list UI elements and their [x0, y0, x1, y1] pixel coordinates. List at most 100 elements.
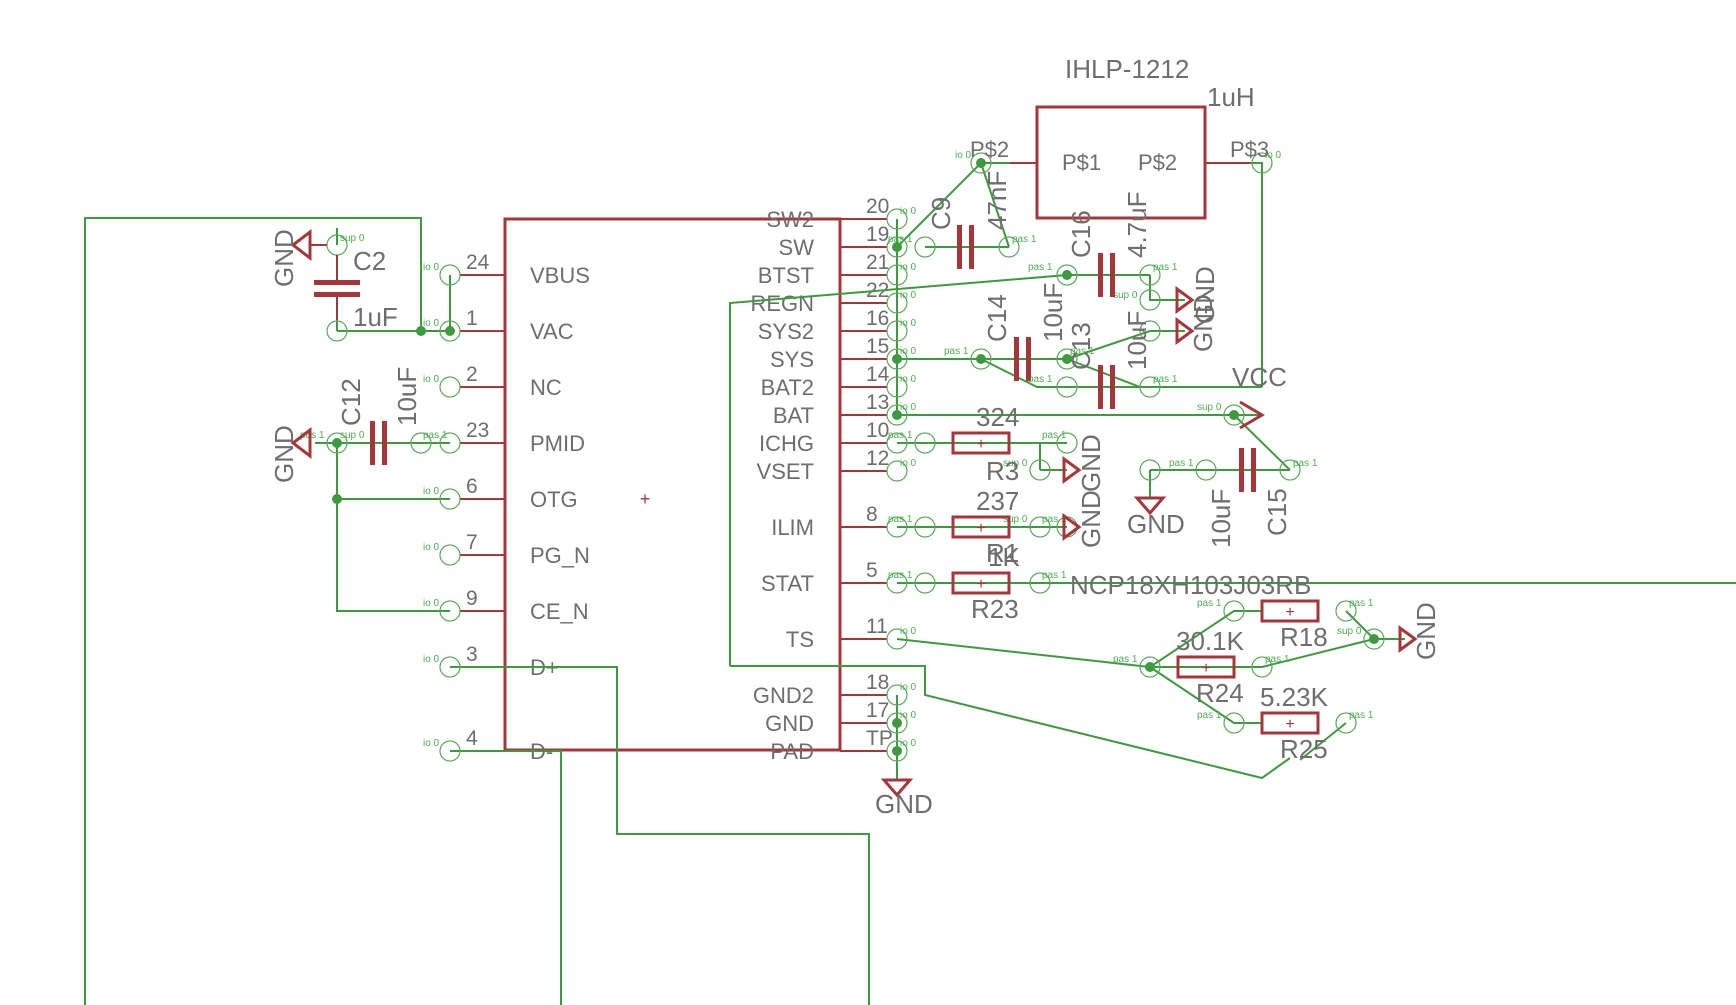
resistor-r18[interactable]: + NCP18XH103J03RB R18	[1070, 570, 1328, 652]
c16-ref: C16	[1066, 210, 1096, 258]
c13-ref: C13	[1066, 322, 1096, 370]
capacitor-c9[interactable]: C9 47nF	[926, 171, 1012, 269]
svg-text:sup 0: sup 0	[1003, 514, 1028, 525]
svg-text:pas 1: pas 1	[1153, 374, 1178, 385]
ic-pin-d-[interactable]: 4D-	[460, 727, 553, 764]
svg-text:pas 1: pas 1	[1349, 710, 1374, 721]
svg-text:pas 1: pas 1	[1028, 262, 1053, 273]
r25-ref: R25	[1280, 734, 1328, 764]
c12-ref: C12	[336, 378, 366, 426]
pin-number: 1	[466, 307, 478, 330]
pin-name: ILIM	[771, 515, 814, 540]
junction-dots	[332, 158, 1379, 756]
svg-text:io 0: io 0	[900, 738, 917, 749]
inductor-ext-pin-left: P$2	[970, 137, 1009, 162]
resistor-r1[interactable]: + 237 R1	[951, 486, 1019, 568]
svg-text:io 0: io 0	[900, 262, 917, 273]
inductor-ext-pin-right: P$3	[1230, 137, 1269, 162]
svg-text:io 0: io 0	[423, 374, 440, 385]
capacitor-c16[interactable]: C16 4.7uF	[1066, 192, 1152, 298]
ic-origin-mark: +	[640, 489, 651, 509]
svg-text:GND: GND	[269, 229, 299, 287]
capacitor-c13[interactable]: C13 10uF	[1066, 311, 1152, 409]
svg-text:pas 1: pas 1	[1042, 514, 1067, 525]
capacitor-c15[interactable]: 10uF C15	[1206, 448, 1292, 548]
svg-text:io 0: io 0	[900, 682, 917, 693]
ic-pin-pg_n[interactable]: 7PG_N	[460, 531, 590, 568]
svg-text:sup 0: sup 0	[1197, 402, 1222, 413]
resistor-r3[interactable]: + 324 R3	[951, 402, 1019, 486]
r18-value: NCP18XH103J03RB	[1070, 570, 1311, 600]
gnd-symbol-r18: GND	[1398, 602, 1441, 660]
pin-name: GND	[765, 711, 814, 736]
svg-text:GND: GND	[1411, 602, 1441, 660]
svg-text:sup 0: sup 0	[1113, 290, 1138, 301]
ic-right-pins: 20SW219SW21BTST22REGN16SYS215SYS14BAT213…	[750, 195, 892, 764]
inductor-pin1-label: P$1	[1062, 150, 1101, 175]
c15-ref: C15	[1262, 488, 1292, 536]
capacitor-c12[interactable]: C12 10uF	[336, 367, 422, 465]
svg-text:io 0: io 0	[1265, 150, 1282, 161]
pin-name: VSET	[757, 459, 814, 484]
r24-value: 30.1K	[1176, 626, 1245, 656]
resistor-r24[interactable]: + 30.1K R24	[1176, 626, 1245, 708]
gnd-symbol-r3: GND	[1062, 434, 1106, 492]
pin-name: REGN	[750, 291, 814, 316]
pin-name: PAD	[770, 739, 814, 764]
ic-pin-d+[interactable]: 3D+	[460, 643, 559, 680]
ic-pin-nc[interactable]: 2NC	[460, 363, 562, 400]
svg-text:io 0: io 0	[423, 318, 440, 329]
svg-text:io 0: io 0	[423, 738, 440, 749]
svg-text:GND: GND	[1190, 266, 1220, 324]
svg-text:+: +	[1285, 716, 1294, 733]
gnd-symbol-c12: GND	[269, 425, 312, 483]
capacitor-c2[interactable]: C2 1uF	[314, 246, 398, 332]
r1-value: 237	[976, 486, 1019, 516]
svg-text:sup 0: sup 0	[340, 430, 365, 441]
c2-ref: C2	[353, 246, 386, 276]
ic-body	[503, 217, 842, 752]
resistor-r25[interactable]: + 5.23K R25	[1260, 682, 1329, 764]
pin-number: 23	[466, 419, 489, 442]
resistor-r23[interactable]: + 1K R23	[951, 542, 1020, 624]
r24-ref: R24	[1196, 678, 1244, 708]
vcc-symbol: VCC	[1232, 362, 1287, 430]
pin-number: 21	[866, 251, 889, 274]
pin-number: 9	[466, 587, 478, 610]
svg-text:io 0: io 0	[900, 374, 917, 385]
svg-text:pas 1: pas 1	[300, 430, 325, 441]
ic-pin-ce_n[interactable]: 9CE_N	[460, 587, 589, 624]
inductor-l1[interactable]: IHLP-1212 1uH P$1 P$2 P$2 P$3	[970, 54, 1269, 220]
pin-number: 6	[466, 475, 478, 498]
pin-name: CE_N	[530, 599, 589, 624]
svg-text:pas 1: pas 1	[1028, 374, 1053, 385]
capacitor-c14[interactable]: C14 10uF	[982, 283, 1068, 381]
svg-text:pas 1: pas 1	[1042, 430, 1067, 441]
pin-pads	[326, 152, 1385, 762]
pin-name: PMID	[530, 431, 585, 456]
c15-value: 10uF	[1206, 489, 1236, 548]
svg-text:pas 1: pas 1	[1293, 458, 1318, 469]
pin-number: 17	[866, 699, 889, 722]
